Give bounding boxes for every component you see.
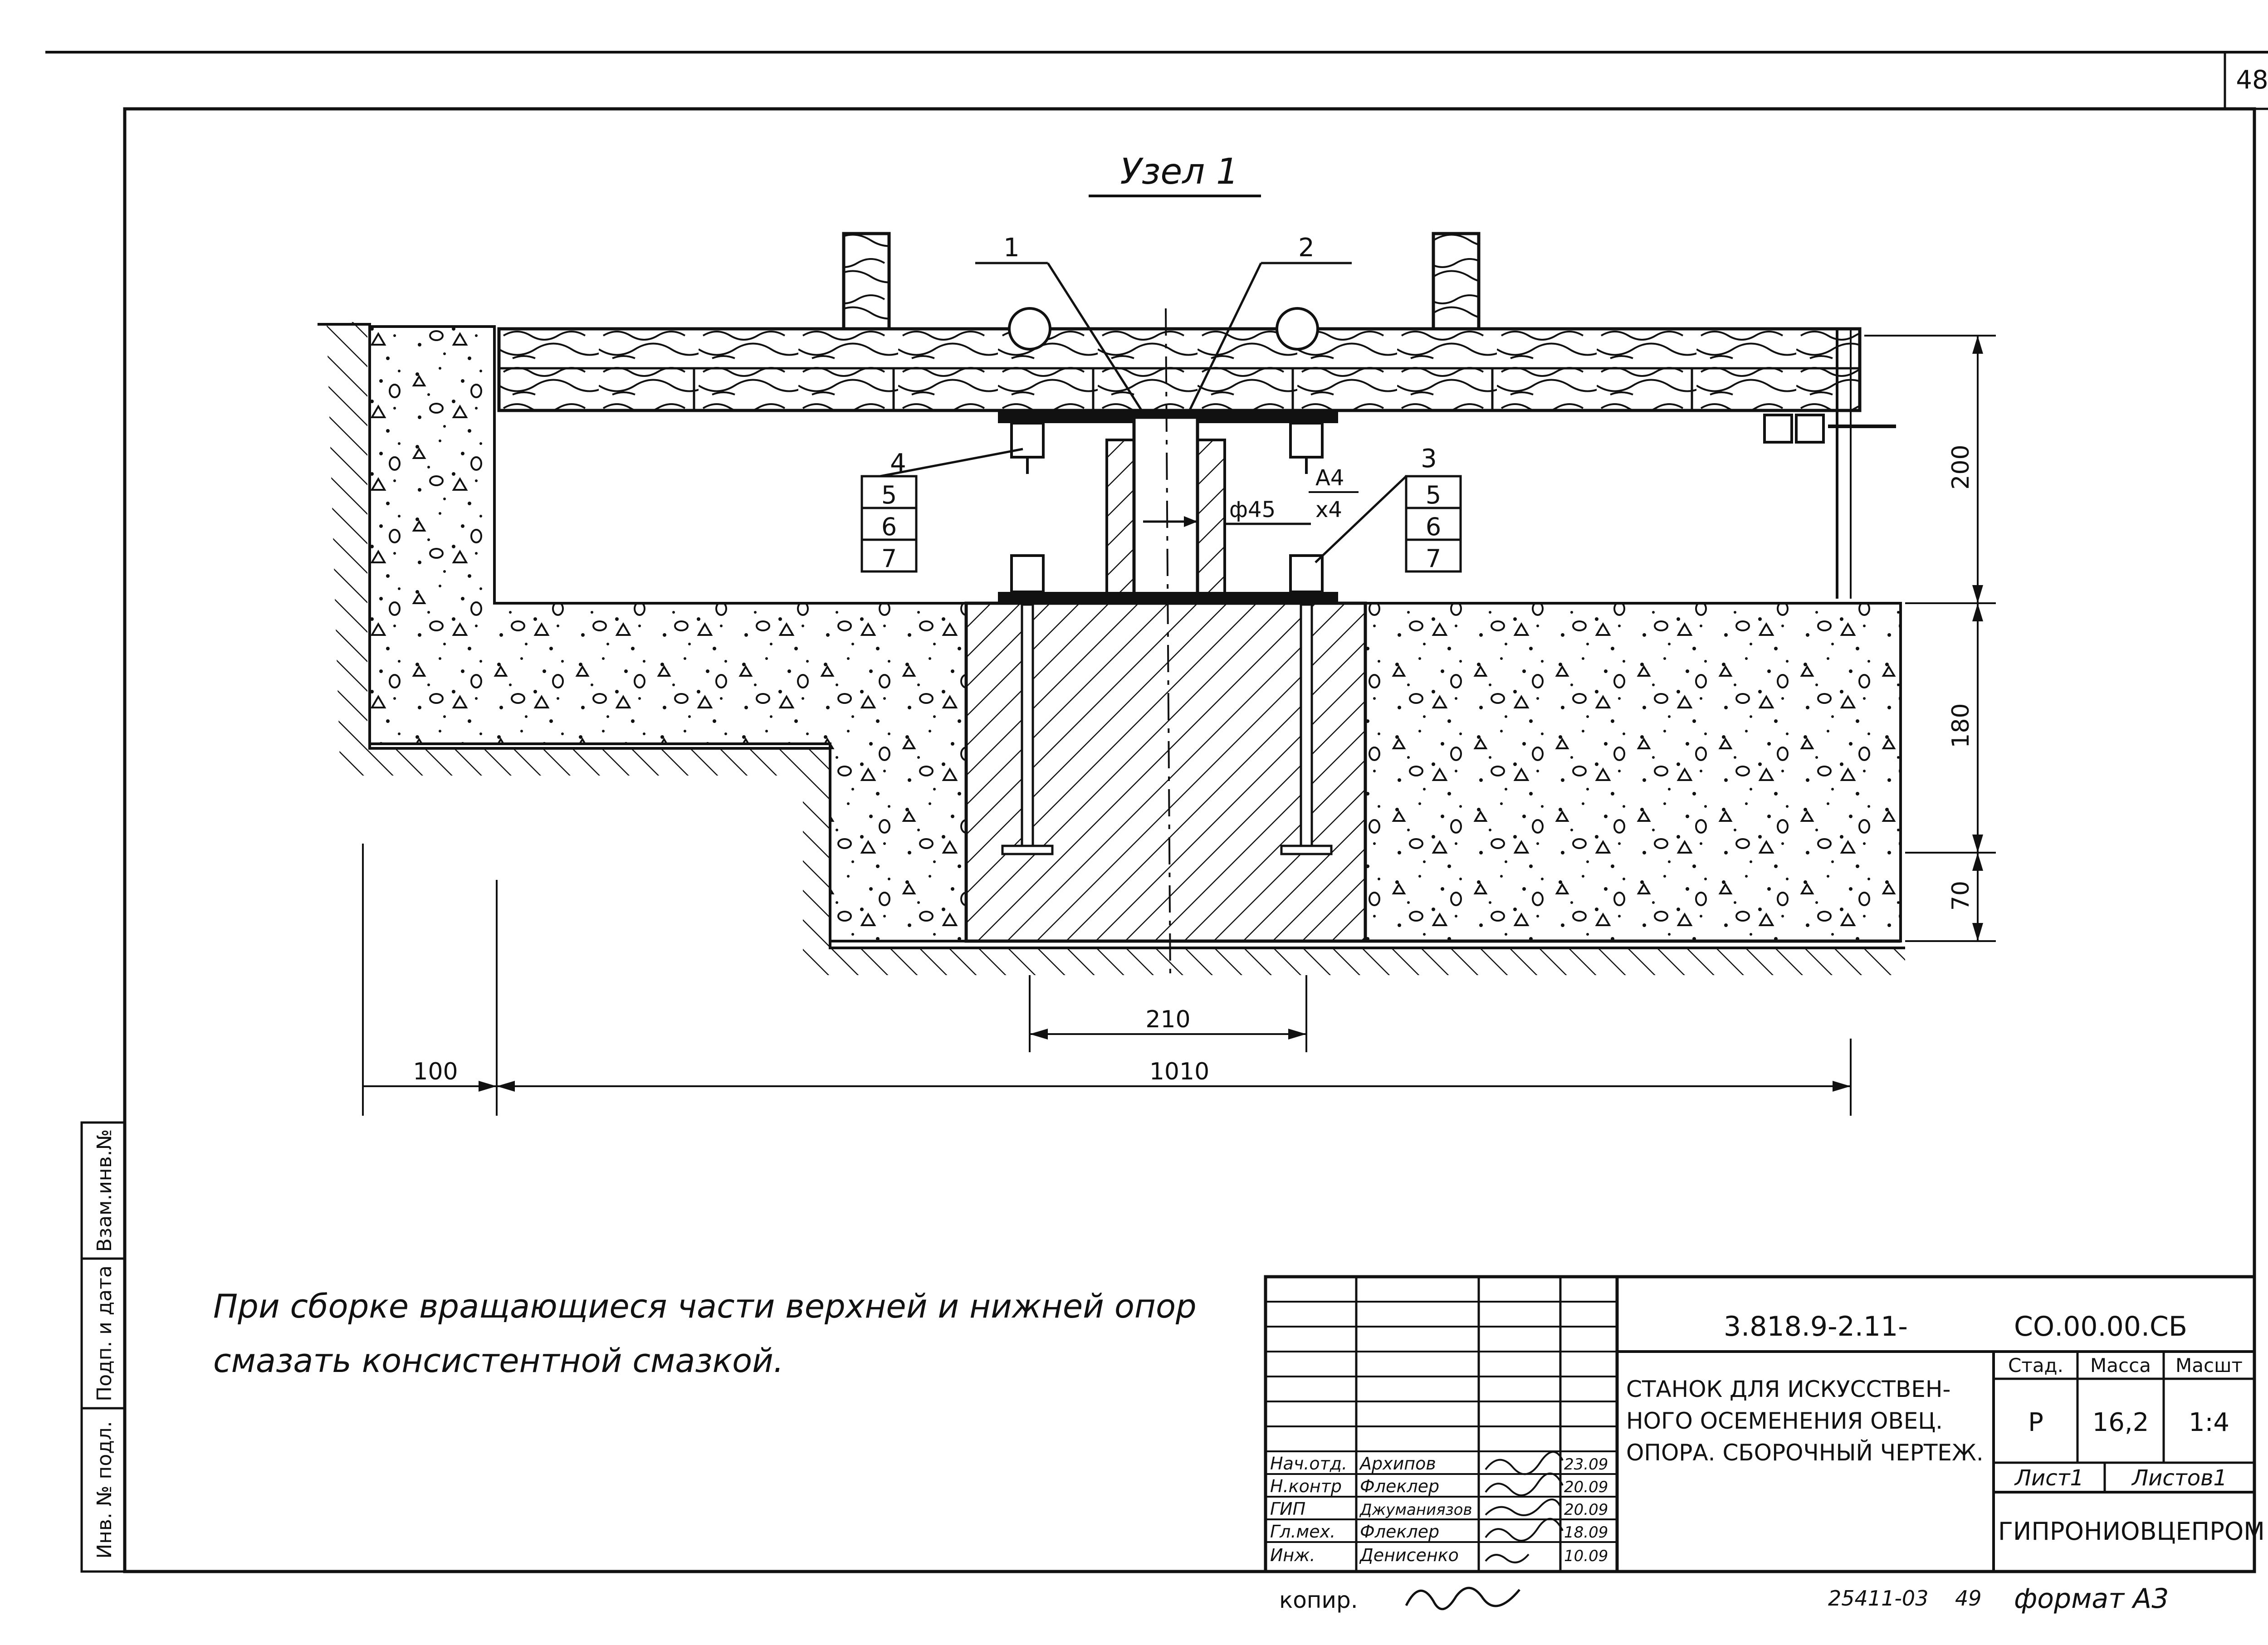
staff-name-4: Флеклер xyxy=(1360,1522,1439,1542)
staff-role-4: Гл.мех. xyxy=(1270,1522,1335,1542)
doc-suffix: СО.00.00.СБ xyxy=(2014,1311,2187,1342)
footer: копир. 25411-03 49 формат А3 xyxy=(1279,1583,2169,1615)
staff-date-4: 18.09 xyxy=(1564,1523,1608,1542)
drawing-title: Узел 1 xyxy=(1120,151,1238,192)
weld-bottom: х4 xyxy=(1315,497,1342,522)
note-line-1: При сборке вращающиеся части верхней и н… xyxy=(213,1287,1197,1325)
dim-210: 210 xyxy=(1145,1006,1190,1033)
vertical-dimensions: 200 180 70 xyxy=(1864,335,1996,942)
upright-posts xyxy=(842,232,1481,331)
stage-header: Стад. xyxy=(2008,1354,2063,1377)
callout-right-6: 6 xyxy=(1426,513,1441,541)
staff-name-2: Флеклер xyxy=(1360,1476,1439,1496)
callout-2: 2 xyxy=(1298,233,1315,263)
pipe-annotation: ф45 А4 х4 xyxy=(1229,465,1359,522)
staff-name-5: Денисенко xyxy=(1359,1545,1459,1565)
sheets-label: Листов1 xyxy=(2131,1465,2227,1491)
side-stamp: Инв. № подл. Подп. и дата Взам.инв.№ xyxy=(80,1121,126,1573)
bolt-heads-top xyxy=(1008,307,1319,351)
drawing-title-group: Узел 1 xyxy=(1089,151,1261,197)
scale-header: Масшт xyxy=(2175,1354,2243,1377)
staff-role-5: Инж. xyxy=(1270,1545,1315,1565)
signatures xyxy=(1485,1451,1564,1563)
assembly-note: При сборке вращающиеся части верхней и н… xyxy=(213,1287,1197,1380)
pipe-diameter: ф45 xyxy=(1229,497,1276,522)
staff-rows: Нач.отд. Архипов 23.09 Н.контр Флеклер 2… xyxy=(1270,1454,1608,1565)
callout-left-5: 5 xyxy=(881,481,897,509)
horizontal-dimensions: 210 100 1010 xyxy=(362,844,1852,1116)
leader-lines xyxy=(880,262,1407,563)
callouts: 1 2 4 3 xyxy=(890,233,1437,478)
callout-stack-right: 5 6 7 xyxy=(1405,475,1462,573)
staff-role-1: Нач.отд. xyxy=(1270,1454,1347,1474)
desc-line-1: СТАНОК ДЛЯ ИСКУССТВЕН- xyxy=(1626,1376,1950,1402)
support-pipe xyxy=(1105,308,1226,980)
wooden-deck xyxy=(497,327,1862,599)
mass-header: Масса xyxy=(2090,1354,2151,1377)
note-line-2: смазать консистентной смазкой. xyxy=(213,1342,784,1380)
staff-date-3: 20.09 xyxy=(1564,1501,1608,1519)
anchor-bolts xyxy=(998,554,1338,855)
staff-name-3: Джуманиязов xyxy=(1359,1501,1472,1519)
dim-1010: 1010 xyxy=(1149,1058,1209,1085)
staff-role-2: Н.контр xyxy=(1270,1476,1342,1496)
dim-100: 100 xyxy=(413,1058,458,1085)
staff-date-2: 20.09 xyxy=(1564,1478,1608,1496)
desc-line-2: НОГО ОСЕМЕНЕНИЯ ОВЕЦ. xyxy=(1626,1408,1943,1434)
copied-label: копир. xyxy=(1279,1587,1358,1613)
callout-1: 1 xyxy=(1003,233,1020,263)
callout-left-6: 6 xyxy=(881,513,897,541)
stamp-podp-data: Подп. и дата xyxy=(93,1265,116,1401)
callout-left-7: 7 xyxy=(881,544,897,573)
order-number: 25411-03 xyxy=(1828,1586,1928,1611)
format-label: формат А3 xyxy=(2014,1583,2169,1615)
footer-page: 49 xyxy=(1955,1586,1982,1611)
staff-date-1: 23.09 xyxy=(1564,1455,1608,1474)
sheet-number-box: 48 xyxy=(2224,51,2268,110)
scale-value: 1:4 xyxy=(2189,1408,2229,1437)
title-block: 3.818.9-2.11- СО.00.00.СБ СТАНОК ДЛЯ ИСК… xyxy=(1264,1275,2265,1573)
staff-name-1: Архипов xyxy=(1359,1454,1436,1474)
doc-code: 3.818.9-2.11- xyxy=(1724,1311,1908,1342)
stamp-vzam-inv: Взам.инв.№ xyxy=(93,1129,116,1252)
stamp-inv-podl: Инв. № подл. xyxy=(93,1421,116,1559)
callout-right-7: 7 xyxy=(1426,544,1441,573)
callout-stack-left: 5 6 7 xyxy=(860,475,918,573)
desc-line-3: ОПОРА. СБОРОЧНЫЙ ЧЕРТЕЖ. xyxy=(1626,1439,1984,1466)
staff-date-5: 10.09 xyxy=(1564,1547,1608,1565)
dim-70: 70 xyxy=(1947,881,1975,911)
callout-3: 3 xyxy=(1421,444,1437,473)
sheet-number: 48 xyxy=(2236,65,2268,95)
staff-role-3: ГИП xyxy=(1270,1499,1305,1519)
organization: ГИПРОНИОВЦЕПРОМ xyxy=(1998,1517,2265,1546)
dim-200: 200 xyxy=(1947,444,1975,489)
callout-4: 4 xyxy=(890,449,906,478)
dim-180: 180 xyxy=(1947,703,1975,748)
stage-value: Р xyxy=(2028,1408,2043,1437)
mass-value: 16,2 xyxy=(2092,1408,2149,1437)
copier-signature xyxy=(1405,1586,1520,1611)
sheet-label: Лист1 xyxy=(2014,1465,2084,1491)
weld-top: А4 xyxy=(1315,465,1344,491)
callout-right-5: 5 xyxy=(1426,481,1441,509)
soil-hatching xyxy=(318,322,1905,975)
